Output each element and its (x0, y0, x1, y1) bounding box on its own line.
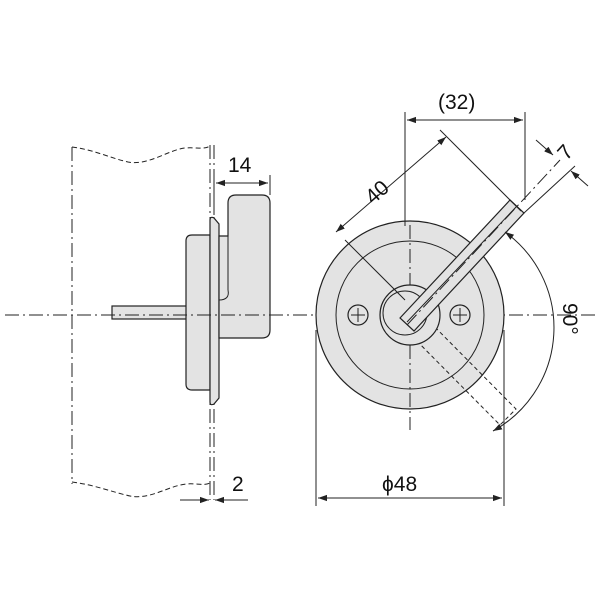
dim-rotation-label: 90° (558, 303, 581, 335)
dim-rotation-arc (492, 231, 555, 432)
dim-width-label: 7 (553, 141, 578, 165)
dim-length-label: 40 (361, 176, 394, 209)
side-view: 14 2 (5, 145, 595, 504)
dim-diameter-label: ϕ48 (382, 473, 417, 496)
shaft (111, 305, 189, 320)
handle-cover (218, 194, 271, 339)
handle-lever-groove (406, 205, 518, 323)
dim-width-ext-1 (523, 165, 576, 214)
dim-length-line (335, 136, 447, 233)
front-view: 40 (32) 7 90° ϕ48 (315, 91, 589, 506)
dim-reach-label: (32) (438, 91, 475, 114)
dim-width-line-b (570, 170, 589, 187)
dim-length-ext-1 (344, 239, 406, 301)
dim-width-line-a (535, 139, 554, 156)
back-housing (185, 234, 211, 391)
dim-length-ext-2 (439, 129, 522, 212)
handle-cover-notch (218, 289, 229, 301)
dim-depth-label: 14 (228, 154, 252, 177)
door-panel-break-top (71, 145, 211, 164)
handle-centerline (406, 159, 561, 326)
door-panel-break-bottom (71, 481, 211, 498)
flange-plate (209, 216, 220, 406)
screw-left (347, 304, 369, 326)
dim-plate-label: 2 (232, 473, 244, 496)
screw-right (449, 304, 471, 326)
